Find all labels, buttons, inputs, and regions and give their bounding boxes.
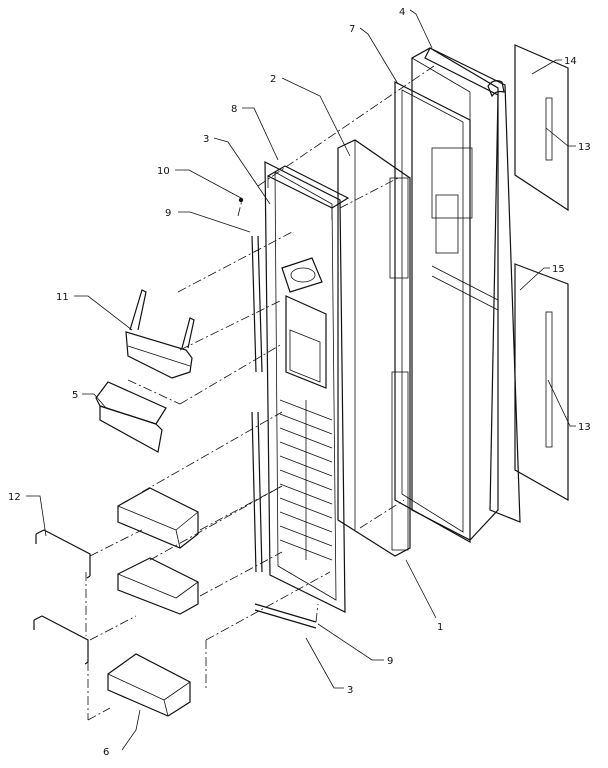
callout-12: 12 (8, 492, 21, 503)
door-panel-upper (514, 44, 569, 212)
callout-labels: 1 2 3 3 4 5 6 7 8 9 9 10 11 12 13 13 14 … (8, 7, 591, 758)
callout-8: 8 (231, 104, 237, 115)
door-bin-middle (117, 557, 199, 615)
door-gasket (394, 81, 499, 544)
door-liner (264, 161, 346, 613)
callout-15: 15 (552, 264, 565, 275)
trim-strip-lower (251, 411, 263, 573)
callout-1: 1 (437, 622, 443, 633)
callout-9-lower: 9 (387, 656, 393, 667)
screw (238, 197, 244, 203)
shelf-bar (95, 381, 167, 453)
callout-11: 11 (56, 292, 69, 303)
callout-7: 7 (349, 24, 355, 35)
door-inner-panel (337, 139, 411, 557)
callout-13-upper: 13 (578, 142, 591, 153)
door-bin-lower (107, 653, 191, 717)
assembly-lines (85, 65, 435, 721)
callout-3-lower: 3 (347, 685, 353, 696)
callout-2: 2 (270, 74, 276, 85)
callout-10: 10 (157, 166, 170, 177)
retainer-wire-lower (33, 615, 89, 665)
door-top-cap (266, 165, 350, 220)
door-bin-upper (117, 487, 199, 549)
liner-shelf-ribs (279, 399, 333, 561)
callout-6: 6 (103, 747, 109, 758)
callout-4: 4 (399, 7, 405, 18)
callout-14: 14 (564, 56, 577, 67)
callout-3-upper: 3 (203, 134, 209, 145)
leader-lines (26, 9, 576, 751)
shelf-bin-small (125, 289, 195, 379)
trim-strip-upper (251, 235, 263, 373)
callout-13-lower: 13 (578, 422, 591, 433)
retainer-wire-upper (35, 529, 91, 579)
door-panel-lower (514, 263, 569, 502)
callout-9-upper: 9 (165, 208, 171, 219)
callout-5: 5 (72, 390, 78, 401)
door-outer-frame (411, 47, 521, 541)
bottom-trim (254, 603, 317, 629)
